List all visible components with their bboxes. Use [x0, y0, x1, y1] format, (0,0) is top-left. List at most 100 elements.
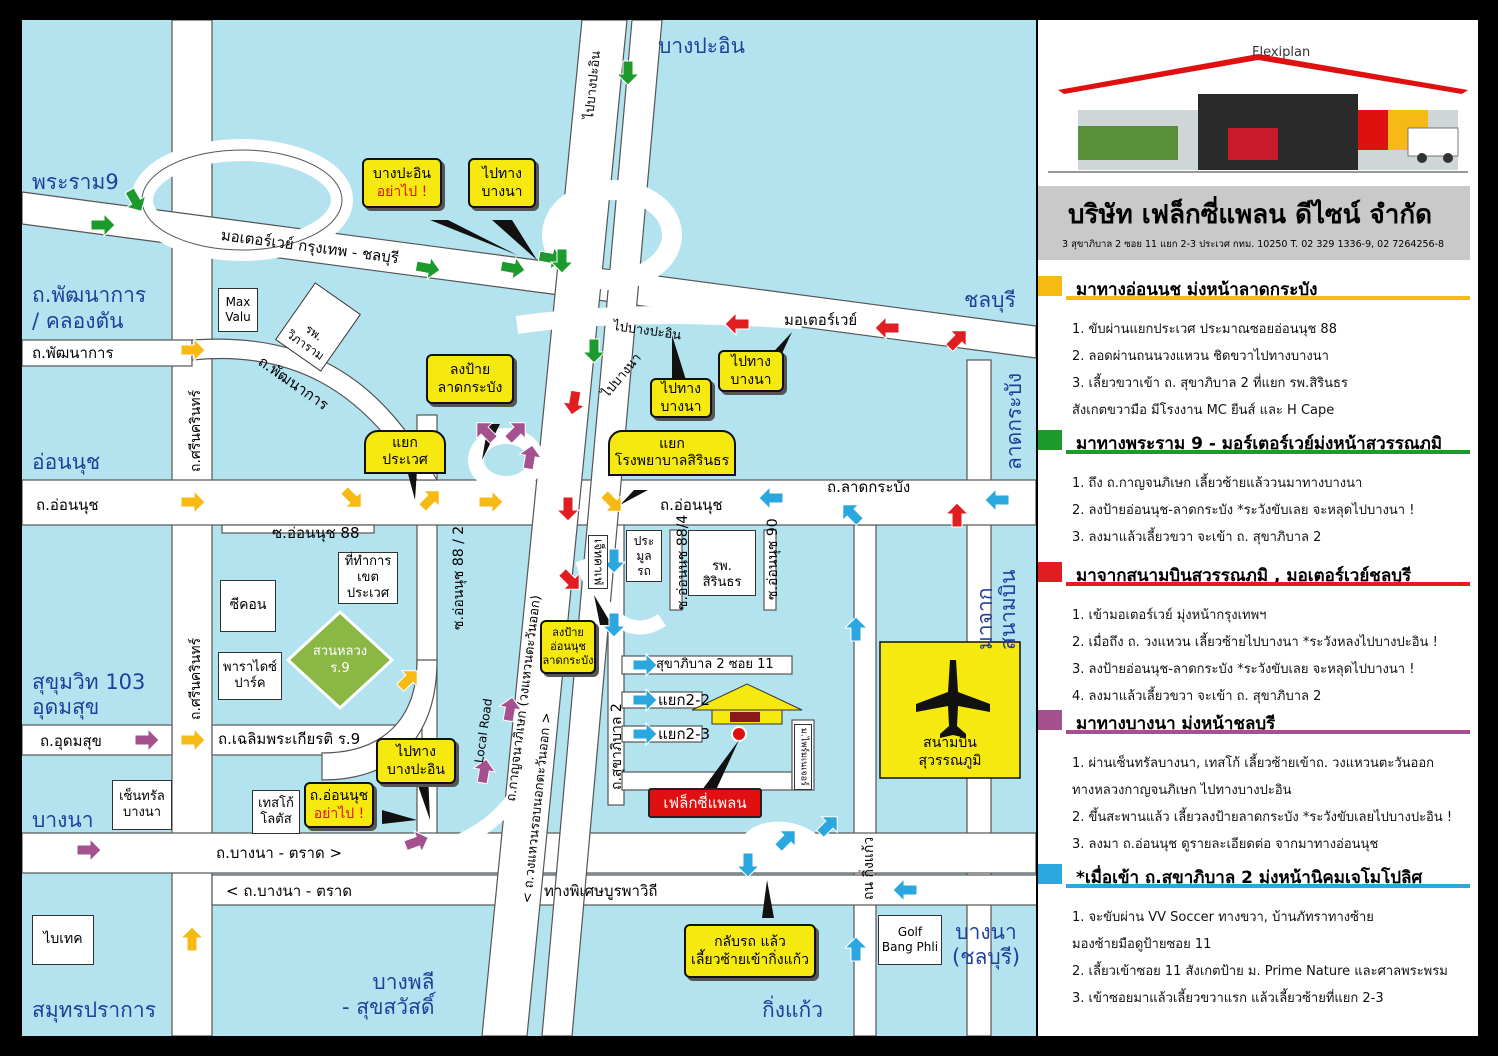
place-hospital-sirin: รพ. สิรินธร — [688, 530, 756, 596]
route-arrow-icon — [561, 389, 586, 416]
route-arrow-icon — [414, 256, 441, 281]
road-soi90: ซ.อ่อนนุช 90 — [765, 518, 781, 600]
callout-warning: อย่าไป ! — [376, 184, 428, 200]
banner-sirin: แยก โรงพยาบาลสิรินธร — [608, 430, 736, 476]
section-color-icon — [1038, 710, 1062, 730]
place-office: ที่ทำการ เขต ประเวศ — [338, 552, 398, 604]
route-arrow-icon — [339, 485, 362, 508]
building-illustration — [1048, 54, 1468, 173]
section-title: มาทางบางนา มุ่งหน้าชลบุรี — [1076, 714, 1276, 734]
area-bangpain: บางปะอิน — [658, 34, 745, 58]
callout-to-bangna-3: ไปทาง บางนา — [718, 350, 784, 392]
route-arrow-icon — [518, 444, 543, 471]
section-item: 3. ลงมา ถ.อ่อนนุช ดูรายละเอียดต่อ จากมาท… — [1072, 837, 1379, 852]
callout-onnut-dont: ถ.อ่อนนุช อย่าไป ! — [304, 782, 374, 828]
route-arrow-icon — [599, 489, 622, 512]
route-arrow-icon — [815, 816, 838, 839]
section-color-icon — [1038, 864, 1062, 884]
section-item: มองซ้ายมือดูป้ายซอย 11 — [1072, 937, 1212, 952]
banner-prawet: แยก ประเวศ — [364, 430, 446, 474]
area-from-airport: มาจาก สนามบิน — [973, 569, 1021, 651]
area-chonburi: ชลบุรี — [964, 288, 1016, 312]
road-onnut: ถ.อ่อนนุช — [36, 496, 99, 514]
road-soi11: สุขาภิบาล 2 ซอย 11 — [656, 657, 774, 672]
section-title: *เมื่อเข้า ถ.สุขาภิบาล 2 มุ่งหน้านิคมเจโ… — [1076, 868, 1423, 888]
road-srinakarin-2: ถ.ศรีนครินทร์ — [188, 637, 204, 720]
area-sukhumvit: สุขุมวิท 103 อุดมสุข — [32, 670, 146, 720]
route-arrow-icon — [601, 548, 627, 574]
park-shape — [285, 609, 395, 711]
road-udomsuk: ถ.อุดมสุข — [40, 732, 102, 750]
route-arrow-icon — [90, 212, 116, 238]
company-address: 3 สุขาภิบาล 2 ซอย 11 แยก 2-3 ประเวศ กทม.… — [1062, 239, 1445, 250]
road-kingkaew: ถน กิ่งแก้ว — [861, 836, 877, 900]
route-arrow-icon — [549, 248, 575, 274]
company-header: บริษัท เฟล็กซี่แพลน ดีไซน์ จำกัด 3 สุขาภ… — [1038, 186, 1470, 260]
road-prime: ม.ไพร์มเนเจอร์ — [794, 724, 812, 790]
road-special: ทางพิเศษบูรพาวิถี — [544, 882, 658, 900]
place-bitec: ไบเทค — [32, 915, 94, 965]
section-item: 2. เลี้ยวเข้าซอย 11 สังเกตป้าย ม. Prime … — [1072, 964, 1448, 979]
road-soi88: ซ.อ่อนนุช 88 — [272, 524, 360, 542]
section-item: ทางหลวงกาญจนภิเษก ไปทางบางปะอิน — [1072, 783, 1292, 798]
place-tesco: เทสโก้ โลตัส — [252, 790, 300, 834]
callout-text: อ่อนนุช — [550, 639, 586, 653]
callout-text: บางปะอิน — [373, 165, 431, 182]
place-flexiplan: เฟล็กซี่แพลน — [648, 788, 762, 818]
route-arrow-icon — [892, 877, 918, 903]
callout-uturn-kingkaew: กลับรถ แล้ว เลี้ยวซ้ายเข้ากิ่งแก้ว — [684, 924, 816, 978]
logo-text: Flexiplan — [1252, 45, 1311, 60]
route-arrow-icon — [874, 315, 900, 341]
directions-panel: Flexiplan บริษัท เฟล็กซี่แพลน ดีไซน์ จำก… — [1038, 20, 1478, 1036]
flexiplan-marker-icon — [731, 726, 747, 742]
route-arrow-icon — [395, 670, 418, 693]
place-jetcafe: เจ็ทคาเฟ่ — [588, 535, 608, 589]
section-item: 2. ขึ้นสะพานแล้ว เลี้ยวลงป้ายลาดกระบัง *… — [1072, 810, 1453, 825]
section-title: มาทางอ่อนนุช มุ่งหน้าลาดกระบัง — [1076, 280, 1318, 300]
route-arrow-icon — [843, 616, 869, 642]
route-arrow-icon — [498, 696, 523, 723]
road-motorway-2: มอเตอร์เวย์ — [784, 311, 858, 329]
road-pattanakarn: ถ.พัฒนาการ — [32, 344, 114, 362]
section-title: มาจากสนามบินสุวรรณภูมิ , มอเตอร์เวย์ชลบุ… — [1076, 566, 1412, 586]
route-arrow-icon — [842, 504, 865, 527]
map: บางปะอิน พระราม9 ถ.พัฒนาการ / คลองตัน อ่… — [22, 20, 1036, 1036]
section-item: 1. ผ่านเซ็นทรัลบางนา, เทสโก้ เลี้ยวซ้ายเ… — [1072, 756, 1435, 771]
road-chalerm: ถ.เฉลิมพระเกียรติ ร.9 — [218, 730, 361, 748]
company-name: บริษัท เฟล็กซี่แพลน ดีไซน์ จำกัด — [1068, 200, 1432, 230]
section-header-5: *เมื่อเข้า ถ.สุขาภิบาล 2 มุ่งหน้านิคมเจโ… — [1038, 862, 1470, 888]
route-arrow-icon — [735, 852, 761, 878]
section-item: 2. ลอดผ่านถนนวงแหวน ชิดขวาไปทางบางนา — [1072, 349, 1329, 364]
section-item: 1. ขับผ่านแยกประเวศ ประมาณซอยอ่อนนุช 88 — [1072, 322, 1337, 337]
road-yak22: แยก2-2 — [658, 691, 711, 709]
route-arrow-icon — [499, 256, 526, 281]
place-paradise: พาราไดซ์ ปาร์ค — [218, 652, 282, 700]
road-onnut-2: ถ.อ่อนนุช — [660, 496, 723, 514]
route-arrow-icon — [478, 489, 504, 515]
route-arrow-icon — [615, 60, 641, 86]
callout-latkrabang-exit: ลงป้าย ลาดกระบัง — [426, 354, 514, 404]
route-arrow-icon — [724, 311, 750, 337]
place-maxvalu: Max Valu — [218, 288, 258, 332]
route-arrow-icon — [503, 422, 526, 445]
section-color-icon — [1038, 276, 1062, 296]
route-arrow-icon — [944, 330, 967, 353]
road-soi88-2: ซ.อ่อนนุช 88 / 2 — [451, 525, 467, 630]
section-underline — [1066, 450, 1470, 454]
callout-text: ถ.อ่อนนุช — [309, 787, 369, 804]
route-arrow-icon — [773, 830, 796, 853]
place-central: เซ็นทรัล บางนา — [112, 780, 172, 830]
direction-arrows — [76, 60, 1010, 962]
road-bangna-trad-2: < ถ.บางนา - ตราด — [226, 882, 353, 900]
section-item: 2. เมื่อถึง ถ. วงแหวน เลี้ยวซ้ายไปบางนา … — [1072, 635, 1438, 650]
route-arrow-icon — [180, 337, 206, 363]
section-title: มาทางพระราม 9 - มอร์เตอร์เวย์มุ่งหน้าสุว… — [1076, 434, 1443, 454]
place-seacon: ซีคอน — [220, 580, 276, 632]
callout-warning: อย่าไป ! — [313, 806, 365, 822]
area-kingkaew: กิ่งแก้ว — [762, 998, 824, 1022]
route-arrow-icon — [632, 721, 658, 747]
route-arrow-icon — [758, 485, 784, 511]
route-arrow-icon — [557, 567, 580, 590]
section-color-icon — [1038, 430, 1062, 450]
